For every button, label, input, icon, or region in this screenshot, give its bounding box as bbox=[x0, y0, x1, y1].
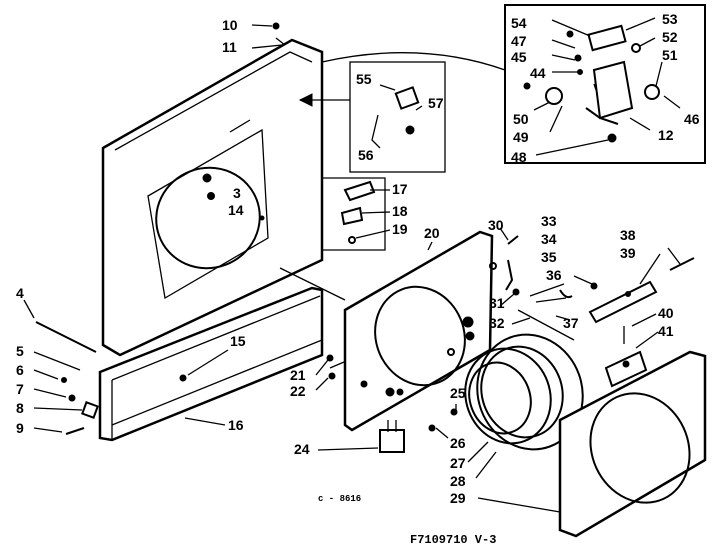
part-label: 56 bbox=[358, 147, 374, 163]
part-label: 6 bbox=[16, 362, 24, 378]
part-label: 50 bbox=[513, 111, 529, 127]
part-label: 26 bbox=[450, 435, 466, 451]
part-label: 52 bbox=[662, 29, 678, 45]
bracket-group bbox=[322, 177, 391, 251]
part-label: 9 bbox=[16, 420, 24, 436]
top-panel bbox=[101, 22, 324, 357]
inset-switch bbox=[321, 4, 706, 164]
part-label: 19 bbox=[392, 221, 408, 237]
outer-door bbox=[477, 350, 707, 538]
part-label: 15 bbox=[230, 333, 246, 349]
part-label: 48 bbox=[511, 149, 527, 165]
inset-hinge bbox=[298, 61, 446, 173]
part-label: 47 bbox=[511, 33, 527, 49]
kick-panel bbox=[98, 286, 324, 442]
part-label: 25 bbox=[450, 385, 466, 401]
part-label: 33 bbox=[541, 213, 557, 229]
part-label: 10 bbox=[222, 17, 238, 33]
part-label: 3 bbox=[233, 185, 241, 201]
drawing-number: F7109710 V-3 bbox=[410, 533, 497, 547]
part-label: 28 bbox=[450, 473, 466, 489]
part-label: 8 bbox=[16, 400, 24, 416]
part-label: 37 bbox=[563, 315, 579, 331]
part-label: 14 bbox=[228, 202, 244, 218]
part-label: 39 bbox=[620, 245, 636, 261]
part-labels: 10 11 3 14 17 18 19 4 5 6 7 8 9 15 16 20… bbox=[16, 11, 700, 506]
part-label: 12 bbox=[658, 127, 674, 143]
part-label: 20 bbox=[424, 225, 440, 241]
part-label: 54 bbox=[511, 15, 527, 31]
part-label: 24 bbox=[294, 441, 310, 457]
part-label: 32 bbox=[489, 315, 505, 331]
part-label: 30 bbox=[488, 217, 504, 233]
part-label: 7 bbox=[16, 381, 24, 397]
part-label: 18 bbox=[392, 203, 408, 219]
door-seal bbox=[464, 333, 584, 479]
part-label: 51 bbox=[662, 47, 678, 63]
drawing-code-small: c - 8616 bbox=[318, 494, 362, 504]
part-label: 40 bbox=[658, 305, 674, 321]
part-label: 17 bbox=[392, 181, 408, 197]
hinge-hardware bbox=[315, 354, 458, 453]
part-label: 22 bbox=[290, 383, 306, 399]
left-hardware bbox=[23, 299, 99, 435]
part-label: 55 bbox=[356, 71, 372, 87]
part-label: 45 bbox=[511, 49, 527, 65]
part-label: 29 bbox=[450, 490, 466, 506]
part-label: 36 bbox=[546, 267, 562, 283]
part-label: 34 bbox=[541, 231, 557, 247]
part-label: 38 bbox=[620, 227, 636, 243]
part-label: 21 bbox=[290, 367, 306, 383]
part-label: 5 bbox=[16, 343, 24, 359]
part-label: 11 bbox=[222, 39, 237, 55]
latch-hardware bbox=[499, 227, 695, 388]
part-label: 35 bbox=[541, 249, 557, 265]
part-label: 46 bbox=[684, 111, 700, 127]
part-label: 57 bbox=[428, 95, 444, 111]
part-label: 16 bbox=[228, 417, 244, 433]
part-label: 41 bbox=[658, 323, 674, 339]
part-label: 44 bbox=[530, 65, 546, 81]
part-label: 53 bbox=[662, 11, 678, 27]
part-label: 27 bbox=[450, 455, 466, 471]
part-label: 4 bbox=[16, 285, 24, 301]
part-label: 31 bbox=[489, 295, 505, 311]
part-label: 49 bbox=[513, 129, 529, 145]
